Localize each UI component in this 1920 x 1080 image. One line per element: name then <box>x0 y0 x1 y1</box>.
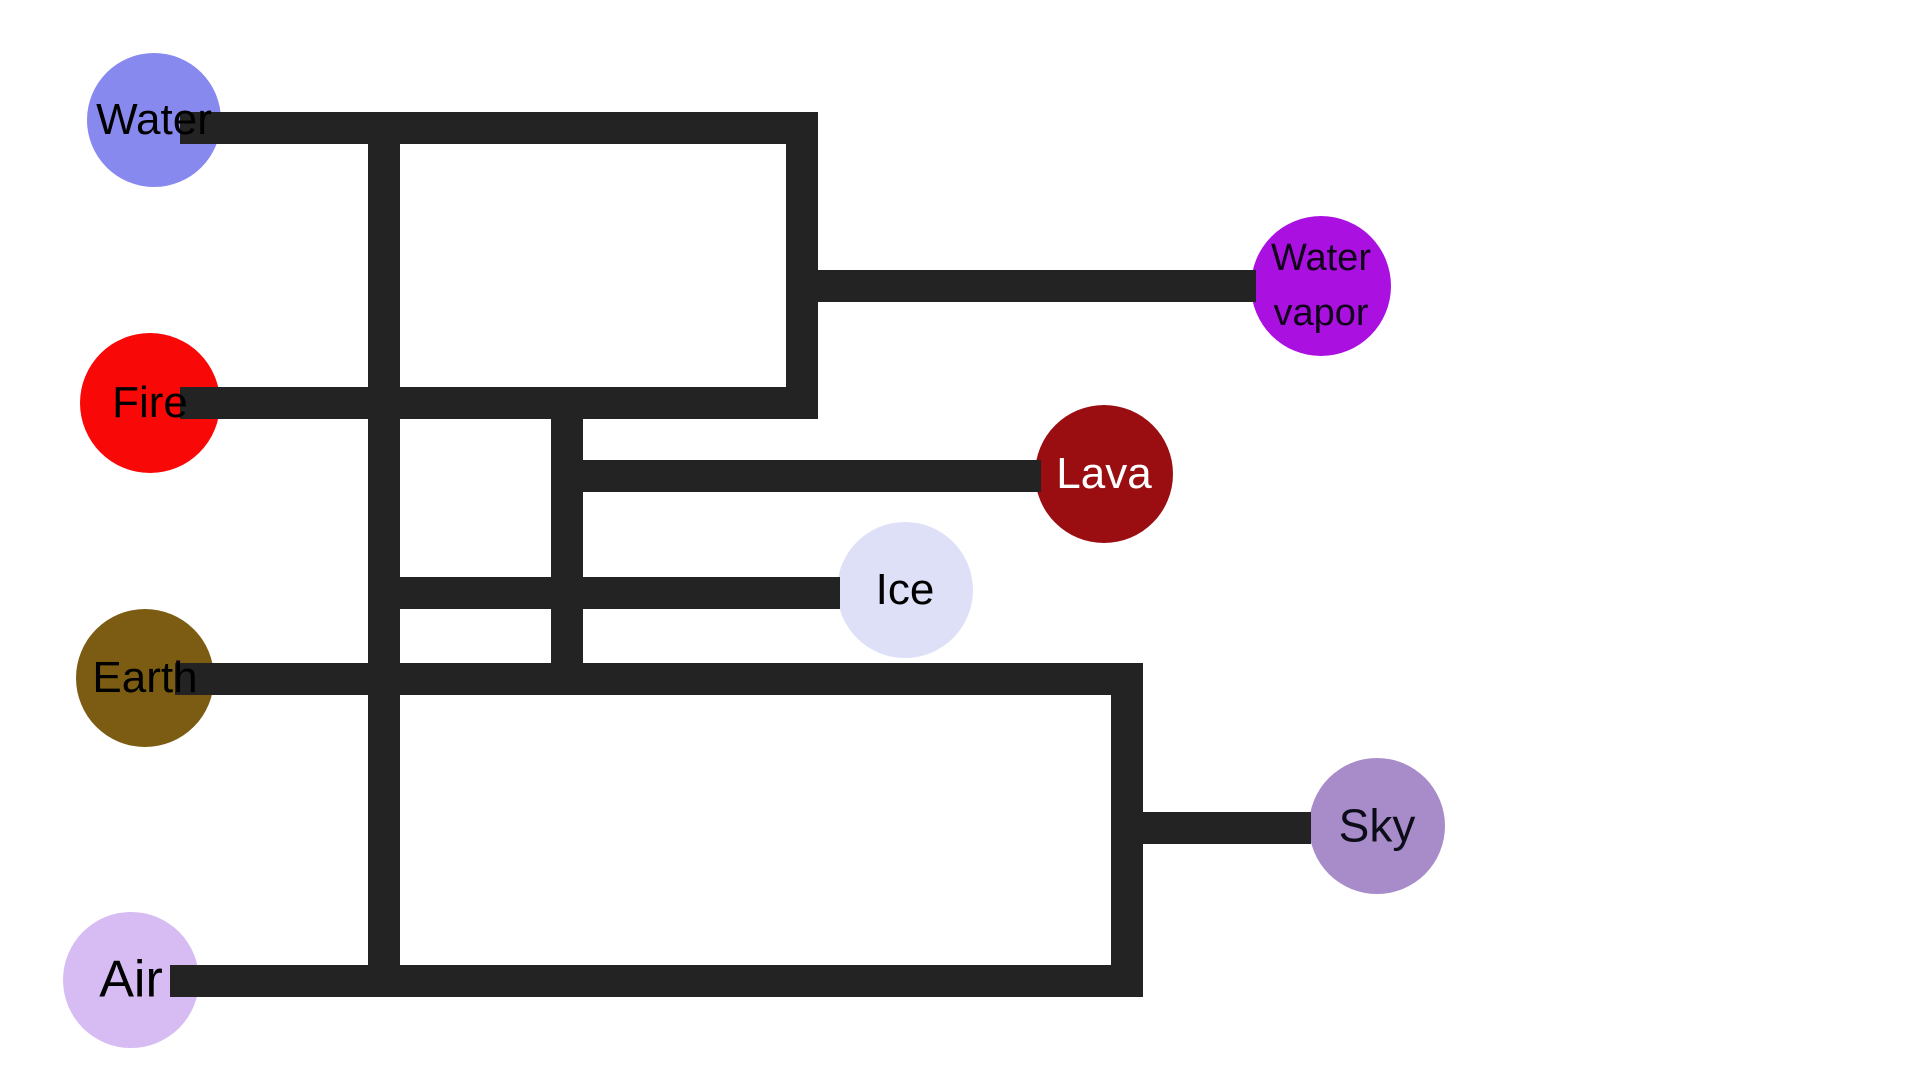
edge-fire-line <box>180 387 818 419</box>
node-lava[interactable] <box>1035 405 1173 543</box>
node-water-vapor[interactable] <box>1251 216 1391 356</box>
edge-watervapor-branch <box>786 270 1256 302</box>
label-lava: Lava <box>1056 449 1152 499</box>
label-air: Air <box>99 950 163 1009</box>
edge-ice-branch <box>368 577 840 609</box>
edge-water-line <box>180 112 818 144</box>
edge-sky-branch <box>1111 812 1311 844</box>
edge-lava-branch <box>551 460 1041 492</box>
node-sky[interactable] <box>1309 758 1445 894</box>
label-sky: Sky <box>1338 799 1416 852</box>
edge-water-air-vertical <box>368 112 400 997</box>
label-ice: Ice <box>875 565 935 615</box>
edge-watervapor-vertical <box>786 112 818 419</box>
edge-earth-line <box>175 663 1143 695</box>
node-ice[interactable] <box>837 522 973 658</box>
edge-air-line <box>170 965 1143 997</box>
label-earth: Earth <box>92 653 198 703</box>
label-water: Water <box>96 95 212 145</box>
label-water-vapor: Water vapor <box>1271 236 1371 334</box>
label-fire: Fire <box>112 378 188 428</box>
edge-fire-earth-vertical <box>551 387 583 695</box>
